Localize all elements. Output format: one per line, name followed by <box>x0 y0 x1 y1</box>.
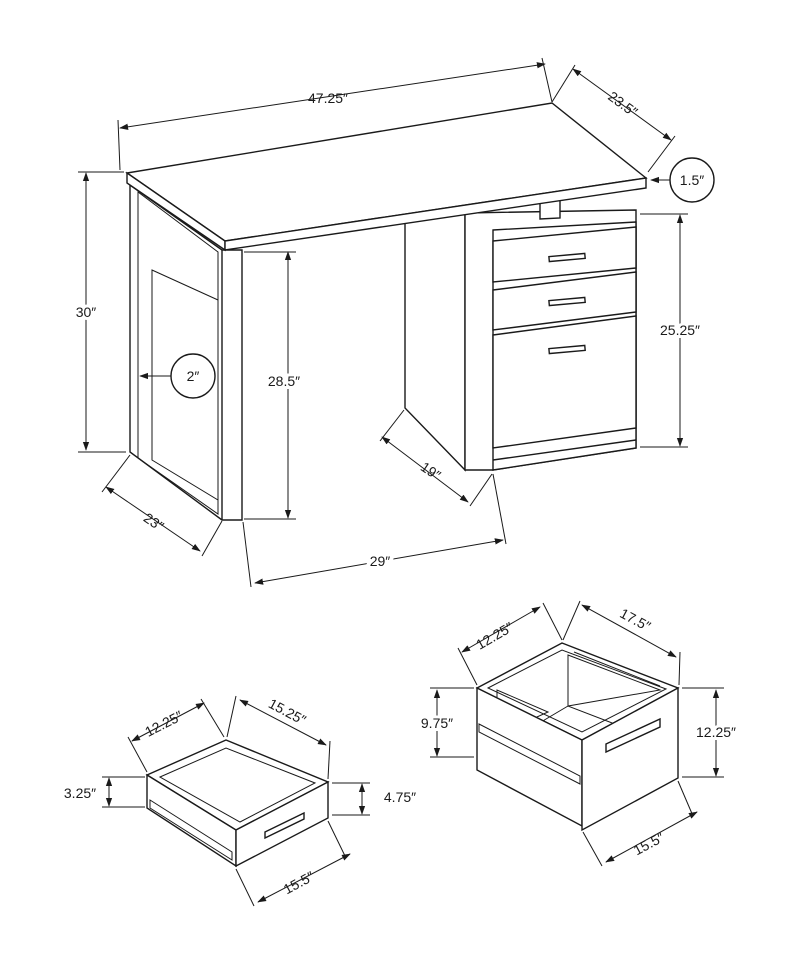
desk-height-label: 30″ <box>76 304 97 320</box>
small-front-width-extension-left <box>235 868 255 907</box>
file-drawer-depth-label: 17.5″ <box>617 605 653 634</box>
small-drawer-front-width-label: 15.5″ <box>281 868 317 897</box>
leg-depth-dimension-line <box>105 486 201 552</box>
small-width-dimension-line <box>131 702 205 742</box>
pedestal-height-label: 25.25″ <box>660 322 700 338</box>
file-drawer-front-width-label: 15.5″ <box>631 829 667 858</box>
small-drawer-interior-height-label: 3.25″ <box>64 785 96 801</box>
knee-width-dimension-line <box>254 538 504 585</box>
pedestal-depth-extension-front <box>469 473 493 507</box>
depth-extension-back <box>551 64 576 103</box>
desk-width-label: 47.25″ <box>308 90 348 106</box>
top-thickness-label: 1.5″ <box>680 172 704 188</box>
pedestal-depth-dimension-line <box>381 436 469 503</box>
pedestal-base <box>492 439 637 461</box>
width-dimension-line <box>119 62 546 130</box>
pedestal-file-drawer <box>492 315 637 449</box>
desk-dimensions: 47.25″ 23.5″ 1.5″ 30″ 2″ 28.5″ 23″ 29″ 1… <box>73 57 715 588</box>
file-depth-extension-right <box>678 651 681 686</box>
left-leg-inner-frame <box>137 191 219 515</box>
file-drawer-interior-back <box>567 654 662 707</box>
small-width-extension-left <box>127 736 148 773</box>
drawer-2-handle <box>548 296 586 307</box>
modesty-panel <box>404 212 466 472</box>
leg-depth-extension-front <box>201 520 223 557</box>
width-extension-right <box>541 57 553 103</box>
small-drawer-width-label: 12.25″ <box>142 707 185 739</box>
leg-thickness-label: 2″ <box>187 368 200 384</box>
file-front-width-dimension-line <box>605 811 698 863</box>
desk-drawing <box>125 102 648 521</box>
depth-extension-front <box>647 135 676 173</box>
file-drawer-width-label: 12.25″ <box>473 619 516 653</box>
left-leg-opening <box>151 269 219 501</box>
file-depth-extension-left <box>562 600 581 641</box>
file-front-width-extension-right <box>677 780 694 817</box>
small-depth-extension-right <box>327 740 331 780</box>
file-drawer-rail <box>573 651 661 687</box>
small-front-width-dimension-line <box>257 853 351 903</box>
pedestal-depth-extension-back <box>379 409 405 442</box>
knee-height-label: 28.5″ <box>268 373 300 389</box>
small-drawer-handle <box>264 811 305 840</box>
knee-width-extension-right <box>492 473 507 545</box>
small-drawer-front-height-label: 4.75″ <box>384 789 416 805</box>
file-width-extension-right <box>542 602 563 641</box>
file-drawer-slide <box>478 723 581 785</box>
small-depth-dimension-line <box>239 699 327 746</box>
small-drawer-drawing <box>145 739 330 868</box>
small-width-extension-right <box>200 698 225 738</box>
file-width-extension-left <box>457 647 478 686</box>
file-drawer-drawing <box>475 642 680 832</box>
knee-width-extension-left <box>242 521 252 588</box>
desktop-side-edge <box>224 177 647 251</box>
file-width-dimension-line <box>461 606 541 653</box>
file-front-width-extension-left <box>582 831 603 867</box>
knee-width-label: 29″ <box>370 553 391 569</box>
file-drawer-interior-height-label: 9.75″ <box>421 715 453 731</box>
small-drawer-slide <box>149 799 233 861</box>
file-drawer-handle <box>605 717 661 754</box>
depth-dimension-line <box>572 68 672 141</box>
leg-depth-extension-back <box>101 454 131 493</box>
file-drawer-inner-rim <box>486 649 668 733</box>
small-drawer-depth-label: 15.25″ <box>266 695 309 728</box>
file-depth-dimension-line <box>581 604 677 658</box>
desk-depth-label: 23.5″ <box>605 88 640 120</box>
file-drawer-handle <box>548 344 586 355</box>
small-front-width-extension-right <box>327 820 347 859</box>
pedestal-drawer-1 <box>492 226 637 283</box>
small-depth-extension-left <box>226 695 237 738</box>
drawer-1-handle <box>548 252 586 263</box>
pedestal-depth-label: 19″ <box>418 458 444 483</box>
small-drawer-inner-rim <box>158 747 317 823</box>
width-extension-left <box>117 119 121 171</box>
file-drawer-front-height-label: 12.25″ <box>696 724 736 740</box>
